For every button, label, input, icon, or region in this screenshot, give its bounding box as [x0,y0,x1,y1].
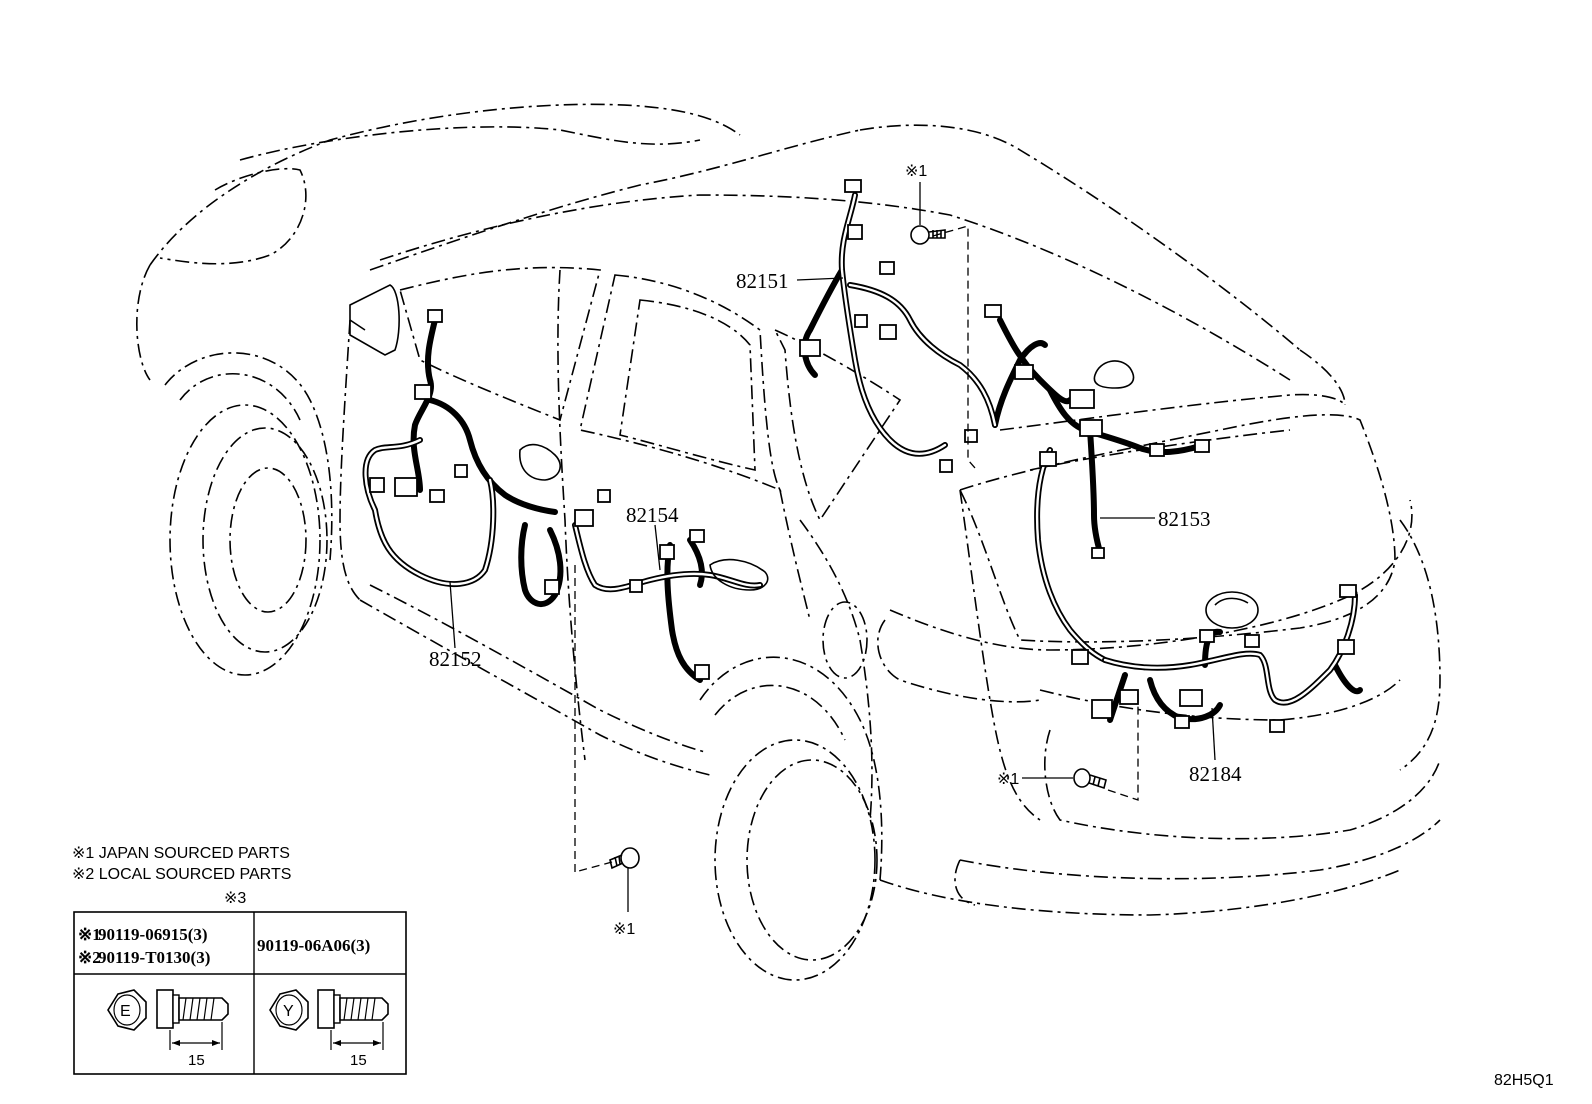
roof-bolt [910,225,946,245]
bolt-y-illustration: Y 15 [269,989,389,1069]
label-82152[interactable]: 82152 [429,647,482,671]
bolt-y-head-mark: Y [283,1003,294,1020]
harness-82153-tailgate [1034,387,1210,663]
floor-bolt [609,847,640,870]
diagram-id: 82H5Q1 [1494,1072,1554,1089]
label-82151[interactable]: 82151 [736,269,789,293]
legend-notes: ※1 JAPAN SOURCED PARTS ※2 LOCAL SOURCED … [72,845,291,907]
marker-roof-bolt: ※1 [905,163,927,180]
part-labels: 82151 82153 82154 82152 82184 [429,269,1242,786]
rear-bolt [1073,768,1107,790]
label-82153[interactable]: 82153 [1158,507,1211,531]
marker-floor-bolt: ※1 [613,921,635,938]
label-82184[interactable]: 82184 [1189,762,1242,786]
bolt-y-length: 15 [350,1052,367,1069]
bolt-e-illustration: E 15 [107,989,229,1069]
table-part-1[interactable]: 90119-06915(3) [98,925,208,944]
bolt-table: ※1 90119-06915(3) ※2 90119-T0130(3) 9011… [73,911,407,1075]
bolt-e-head-mark: E [120,1003,131,1020]
bolt-markers: ※1 ※1 ※1 [613,163,1019,938]
vehicle-body-outline [136,103,1441,981]
marker-rear-bolt: ※1 [997,771,1019,788]
legend-note-3: ※3 [224,890,246,907]
table-mark-2: ※2 [78,948,101,967]
label-82154[interactable]: 82154 [626,503,679,527]
legend-note-2: ※2 LOCAL SOURCED PARTS [72,866,291,883]
bolt-e-length: 15 [188,1052,205,1069]
harness-82154-rear-door [518,489,769,683]
table-mark-1: ※1 [78,925,101,944]
harness-82184-rear-lower [1071,584,1363,733]
legend-note-1: ※1 JAPAN SOURCED PARTS [72,845,290,862]
harness-82151-roof [799,179,1073,473]
harness-82152-front-door [362,309,561,588]
table-part-3[interactable]: 90119-06A06(3) [257,936,370,955]
leader-lines [449,182,1216,912]
table-part-2[interactable]: 90119-T0130(3) [98,948,210,967]
